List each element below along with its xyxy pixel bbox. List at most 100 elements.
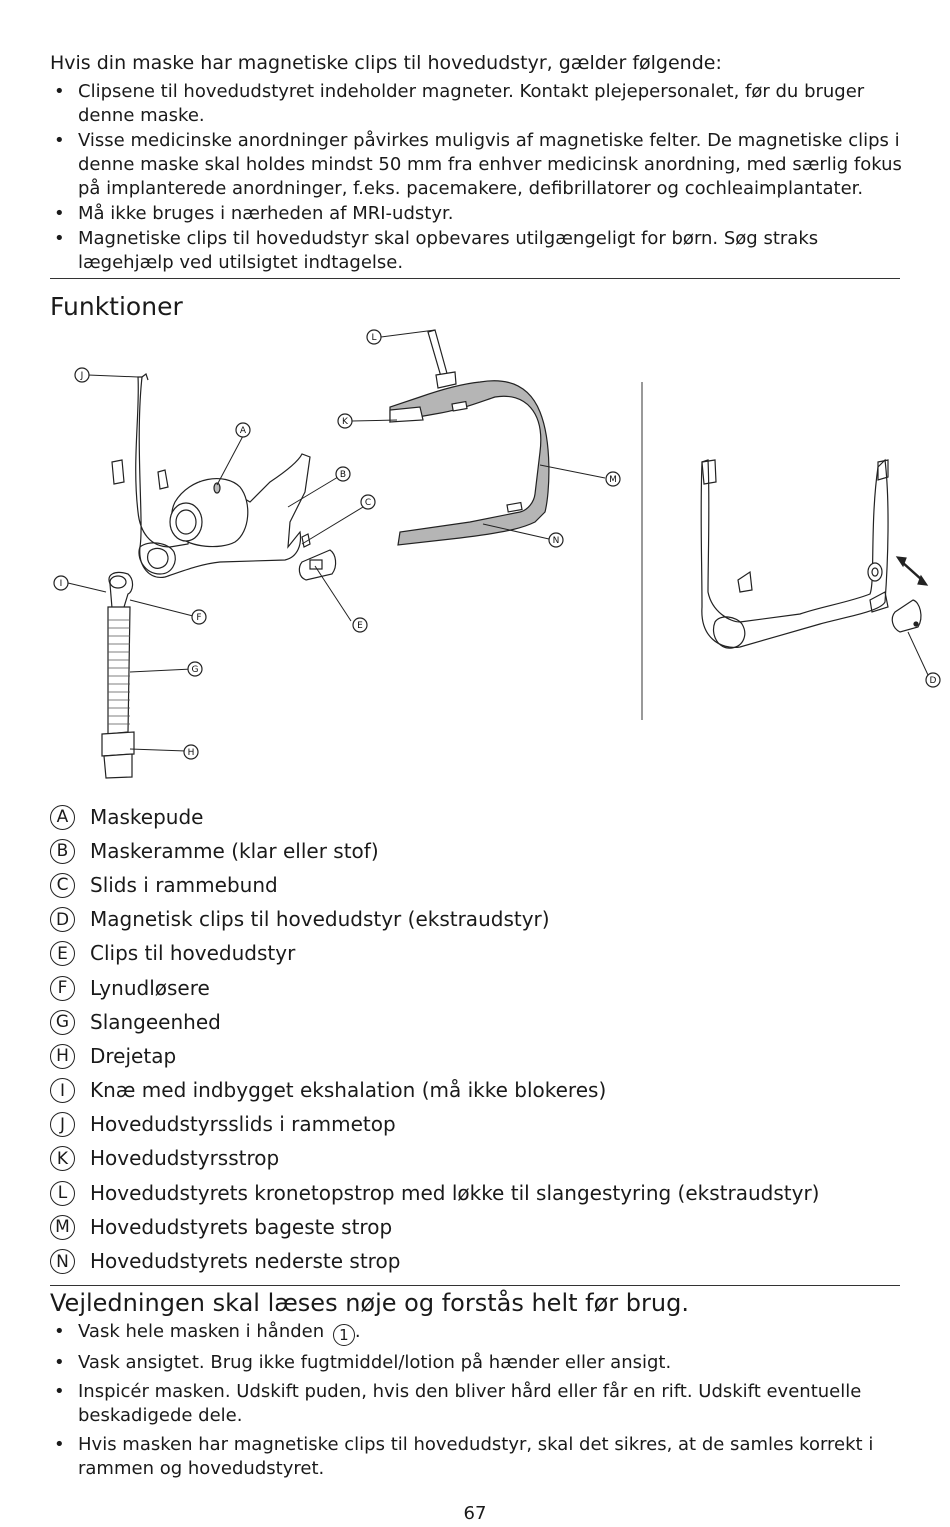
mask-frame-illustration — [111, 373, 311, 578]
magnet-warning-list: •Clipsene til hovedudstyret indeholder m… — [50, 80, 910, 276]
legend-label: Hovedudstyrsslids i rammetop — [90, 1112, 396, 1137]
legend-letter: C — [50, 872, 75, 898]
legend-item: K Hovedudstyrsstrop — [50, 1142, 819, 1176]
svg-text:M: M — [609, 475, 617, 485]
bullet-icon: • — [54, 81, 65, 102]
legend-item: J Hovedudstyrsslids i rammetop — [50, 1108, 819, 1142]
legend-item: L Hovedudstyrets kronetopstrop med løkke … — [50, 1176, 819, 1210]
legend-letter: G — [50, 1009, 75, 1035]
magnetic-frame-illustration — [700, 458, 929, 649]
legend-letter: M — [50, 1214, 75, 1240]
svg-text:I: I — [60, 579, 63, 589]
legend-letter: B — [50, 838, 75, 864]
bullet-icon: • — [54, 1434, 65, 1455]
callout-g: G — [187, 661, 203, 677]
vejledning-list: •Vask hele masken i hånden 1. •Vask ansi… — [50, 1320, 910, 1486]
legend-label: Hovedudstyrets bageste strop — [90, 1214, 393, 1239]
headgear-illustration — [389, 329, 550, 546]
legend-item: B Maskeramme (klar eller stof) — [50, 834, 819, 868]
svg-text:K: K — [342, 417, 349, 427]
legend-item: F Lynudløsere — [50, 971, 819, 1005]
legend-item: G Slangeenhed — [50, 1005, 819, 1039]
vejledning-title: Vejledningen skal læses nøje og forstås … — [50, 1289, 689, 1317]
legend-item: H Drejetap — [50, 1039, 819, 1073]
legend-item: C Slids i rammebund — [50, 868, 819, 902]
legend-letter: E — [50, 941, 75, 967]
legend-label: Lynudløsere — [90, 975, 210, 1000]
bullet-icon: • — [54, 1352, 65, 1373]
diagram-callouts: A B C D E F G H I J K L M N — [53, 329, 941, 760]
svg-text:E: E — [357, 621, 363, 631]
callout-lines — [67, 329, 929, 752]
svg-text:N: N — [553, 536, 560, 546]
tube-illustration — [101, 571, 135, 779]
list-item: •Må ikke bruges i nærheden af MRI-udstyr… — [54, 203, 454, 224]
callout-f: F — [191, 609, 207, 625]
legend-letter: A — [50, 804, 75, 830]
list-item: •Hvis masken har magnetiske clips til ho… — [54, 1434, 874, 1479]
headgear-clip-illustration — [298, 549, 337, 581]
legend-label: Maskeramme (klar eller stof) — [90, 838, 379, 863]
svg-text:L: L — [371, 333, 376, 343]
legend-letter: I — [50, 1078, 75, 1104]
callout-j: J — [74, 367, 90, 383]
list-item: •Vask ansigtet. Brug ikke fugtmiddel/lot… — [54, 1352, 672, 1373]
legend-label: Clips til hovedudstyr — [90, 941, 296, 966]
list-item: •Magnetiske clips til hovedudstyr skal o… — [54, 228, 819, 273]
magnet-warning-heading: Hvis din maske har magnetiske clips til … — [50, 52, 722, 74]
svg-text:G: G — [192, 665, 199, 675]
step-number-icon: 1 — [332, 1324, 355, 1346]
legend-letter: J — [50, 1112, 75, 1138]
list-item: •Inspicér masken. Udskift puden, hvis de… — [54, 1381, 862, 1426]
legend-label: Hovedudstyrets kronetopstrop med løkke t… — [90, 1180, 820, 1205]
bullet-icon: • — [54, 1381, 65, 1402]
callout-c: C — [360, 494, 376, 510]
callout-i: I — [53, 575, 69, 591]
legend-label: Slids i rammebund — [90, 872, 278, 897]
mask-components-diagram: A B C D E F G H I J K L M N — [53, 329, 941, 779]
legend-letter: F — [50, 975, 75, 1001]
callout-n: N — [548, 532, 564, 548]
legend-label: Slangeenhed — [90, 1009, 221, 1034]
list-item: •Clipsene til hovedudstyret indeholder m… — [54, 81, 865, 126]
legend-letter: H — [50, 1043, 75, 1069]
legend-item: A Maskepude — [50, 800, 819, 834]
callout-m: M — [605, 471, 621, 487]
callout-k: K — [337, 413, 353, 429]
legend-letter: L — [50, 1180, 75, 1206]
legend-label: Maskepude — [90, 804, 204, 829]
legend-item: M Hovedudstyrets bageste strop — [50, 1210, 819, 1244]
bullet-icon: • — [54, 1321, 65, 1342]
svg-text:D: D — [930, 676, 937, 686]
legend-letter: K — [50, 1146, 75, 1172]
funktioner-title: Funktioner — [50, 292, 183, 321]
svg-text:C: C — [365, 498, 371, 508]
legend-letter: N — [50, 1249, 75, 1275]
svg-text:J: J — [80, 371, 84, 381]
callout-e: E — [352, 617, 368, 633]
callout-l: L — [366, 329, 382, 345]
svg-text:H: H — [188, 748, 195, 758]
callout-h: H — [183, 744, 199, 760]
svg-text:B: B — [340, 470, 346, 480]
page-number: 67 — [463, 1503, 487, 1524]
section-divider — [50, 278, 900, 279]
legend-item: E Clips til hovedudstyr — [50, 937, 819, 971]
legend-label: Drejetap — [90, 1043, 177, 1068]
section-divider — [50, 1285, 900, 1286]
list-item: •Visse medicinske anordninger påvirkes m… — [54, 130, 902, 199]
list-item: •Vask hele masken i hånden 1. — [54, 1321, 361, 1346]
svg-text:F: F — [196, 613, 201, 623]
legend-item: N Hovedudstyrets nederste strop — [50, 1244, 819, 1278]
component-legend: A Maskepude B Maskeramme (klar eller stof)… — [50, 800, 819, 1279]
legend-label: Hovedudstyrets nederste strop — [90, 1249, 401, 1274]
callout-a: A — [235, 422, 251, 438]
legend-label: Hovedudstyrsstrop — [90, 1146, 280, 1171]
svg-text:A: A — [240, 426, 247, 436]
callout-d: D — [925, 672, 941, 688]
bullet-icon: • — [54, 130, 65, 151]
callout-b: B — [335, 466, 351, 482]
